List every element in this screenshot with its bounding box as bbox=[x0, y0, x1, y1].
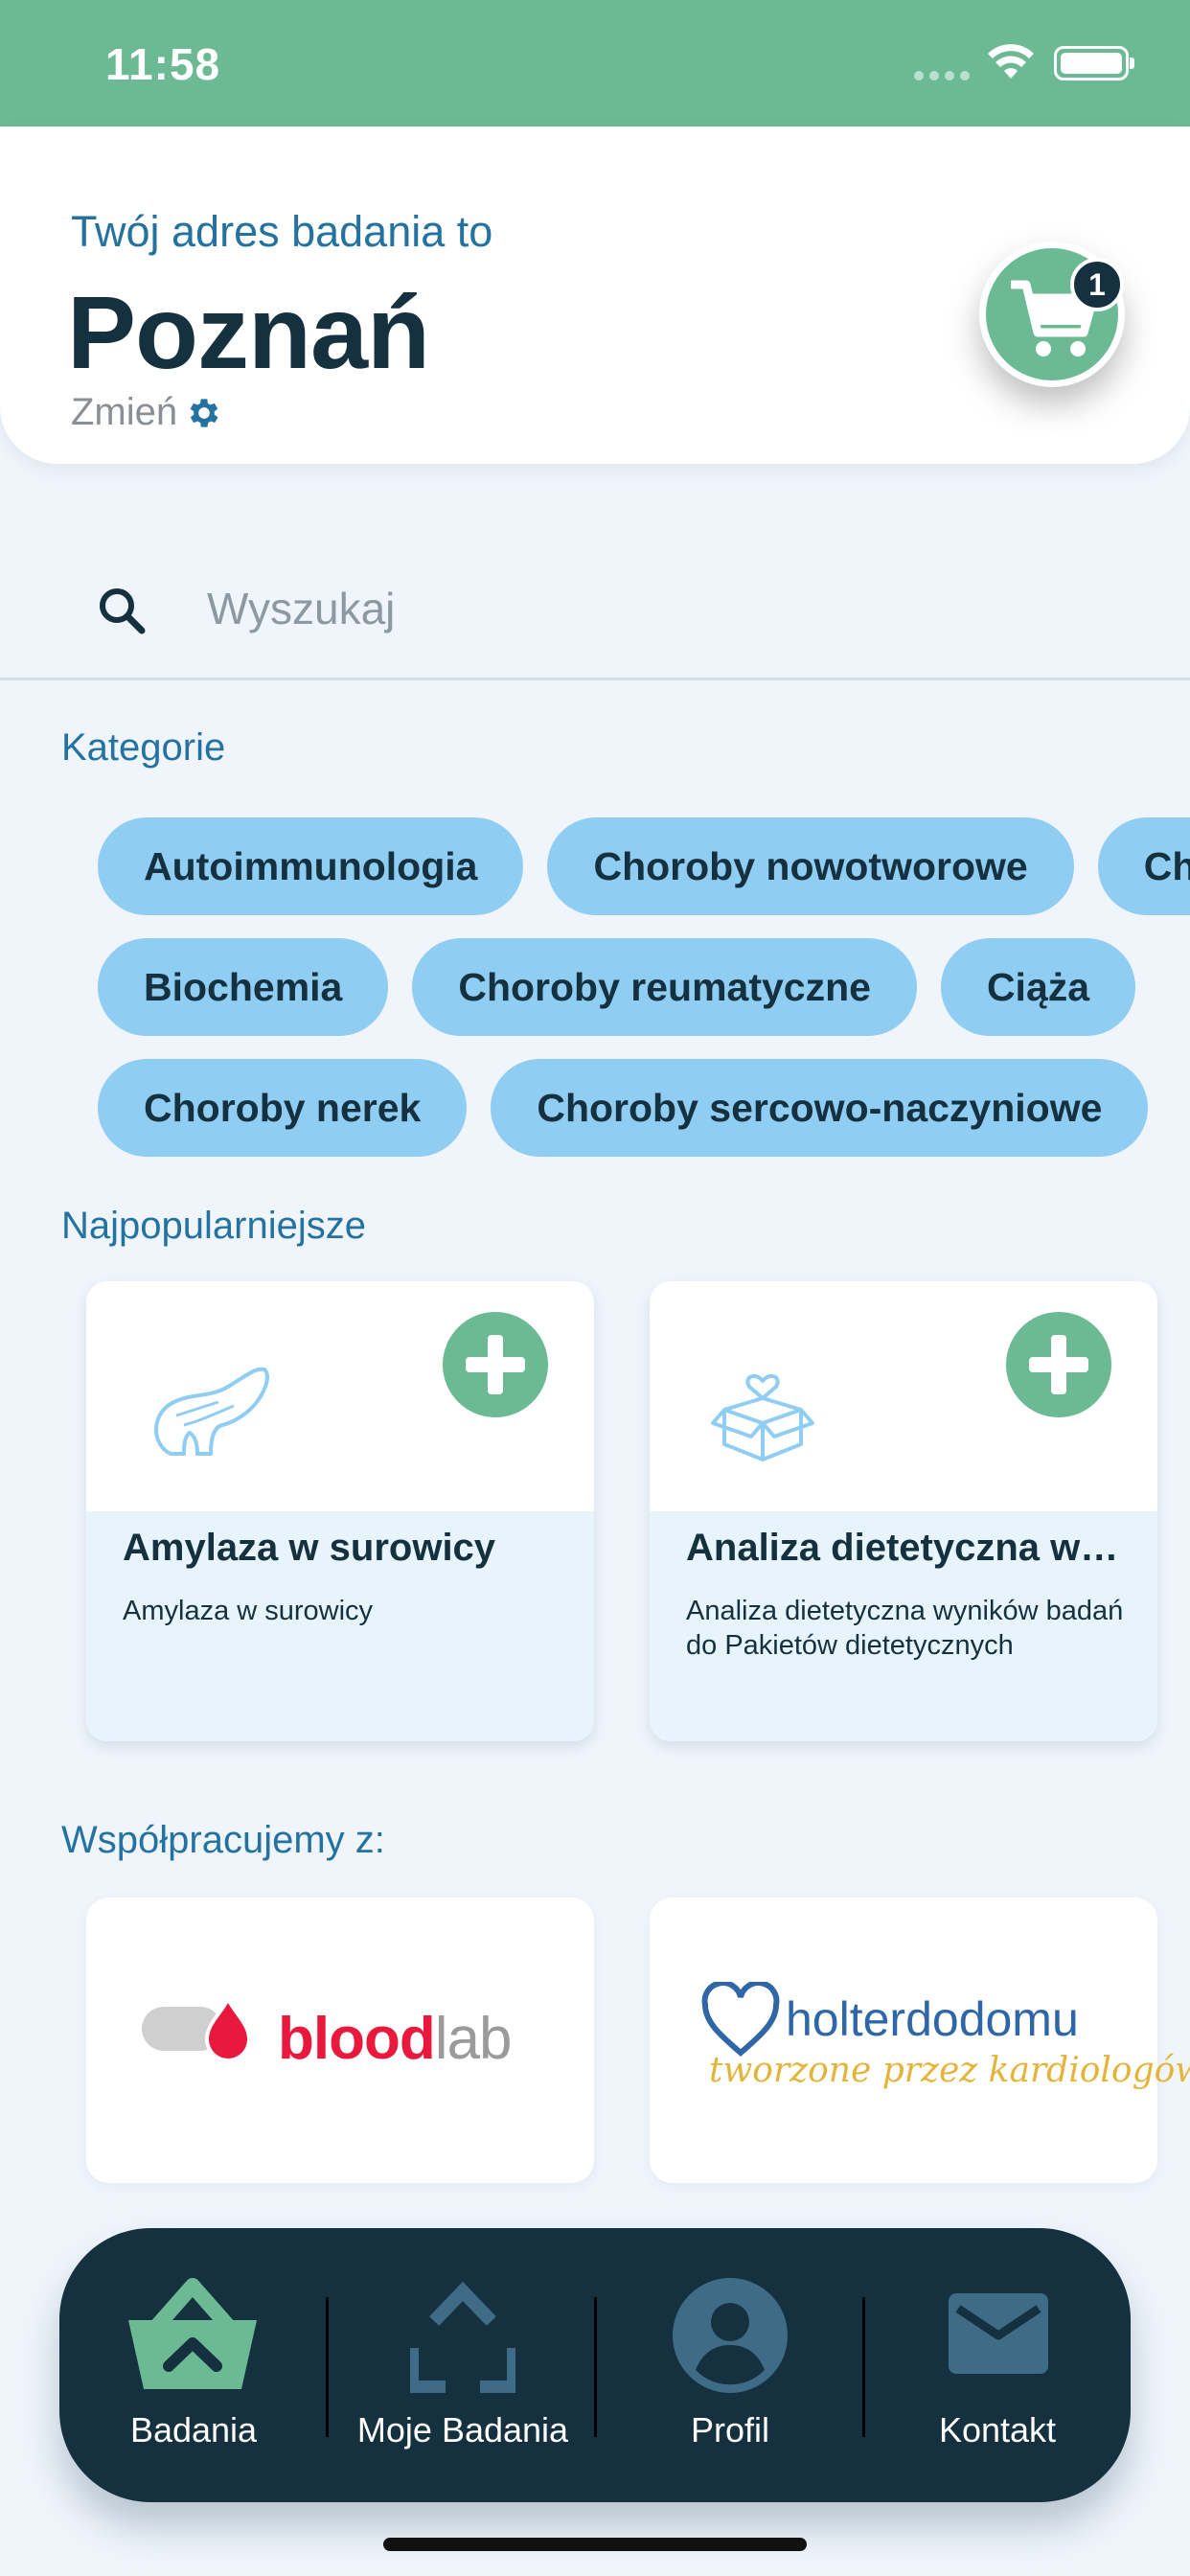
product-title: Amylaza w surowicy bbox=[123, 1527, 496, 1569]
holterdodomu-logo-text: holterdodomu bbox=[786, 1992, 1079, 2046]
tab-profil[interactable]: Profil bbox=[596, 2228, 864, 2502]
product-description: Analiza dietetyczna wyników badań do Pak… bbox=[686, 1596, 1124, 1661]
add-to-cart-button[interactable] bbox=[443, 1312, 548, 1417]
gear-icon bbox=[190, 398, 218, 427]
product-description: Amylaza w surowicy bbox=[123, 1596, 374, 1626]
partner-card-bloodlab[interactable]: bloodlab bbox=[86, 1898, 594, 2183]
category-chip[interactable]: Ciąża bbox=[940, 938, 1136, 1036]
home-indicator bbox=[383, 2538, 807, 2551]
category-chip[interactable]: Choroby nerek bbox=[98, 1059, 468, 1157]
tab-label: Moje Badania bbox=[356, 2410, 569, 2450]
category-chip[interactable]: Biochemia bbox=[98, 938, 389, 1036]
bloodlab-logo-text: bloodlab bbox=[278, 2006, 512, 2072]
status-bar: 11:58 bbox=[0, 0, 1190, 126]
cellular-signal-icon bbox=[914, 71, 970, 82]
cart-button[interactable]: 1 bbox=[979, 242, 1125, 387]
cart-count-badge: 1 bbox=[1070, 258, 1124, 311]
category-chip[interactable]: Choroby nowotworowe bbox=[547, 817, 1074, 915]
battery-icon bbox=[1054, 46, 1134, 80]
search-icon bbox=[100, 588, 146, 634]
tab-label: Badania bbox=[129, 2410, 258, 2450]
wifi-icon bbox=[988, 44, 1034, 79]
change-location-button[interactable]: Zmień bbox=[71, 391, 223, 434]
tab-label: Profil bbox=[690, 2410, 770, 2450]
change-location-label: Zmień bbox=[71, 391, 178, 433]
popular-title: Najpopularniejsze bbox=[61, 1205, 366, 1247]
pancreas-icon bbox=[154, 1367, 269, 1456]
basket-icon bbox=[128, 2278, 257, 2389]
holterdodomu-tagline: tworzone przez kardiologów bbox=[709, 2051, 1190, 2090]
category-row: Choroby nerek Choroby sercowo-naczyniowe bbox=[98, 1059, 1149, 1157]
search-input[interactable] bbox=[207, 575, 1069, 642]
tab-label: Kontakt bbox=[938, 2410, 1057, 2450]
location-header: Twój adres badania to Poznań Zmień 1 bbox=[0, 126, 1190, 464]
search-bar bbox=[0, 537, 1190, 680]
tab-badania[interactable]: Badania bbox=[59, 2228, 328, 2502]
partners-title: Współpracujemy z: bbox=[61, 1819, 385, 1861]
tab-moje-badania[interactable]: Moje Badania bbox=[328, 2228, 598, 2502]
location-subtitle: Twój adres badania to bbox=[71, 207, 493, 256]
tab-kontakt[interactable]: Kontakt bbox=[864, 2228, 1131, 2502]
add-to-cart-button[interactable] bbox=[1006, 1312, 1111, 1417]
upload-frame-icon bbox=[410, 2281, 515, 2393]
product-card[interactable]: Amylaza w surowicy Amylaza w surowicy bbox=[86, 1281, 594, 1741]
status-time: 11:58 bbox=[105, 39, 221, 89]
product-title: Analiza dietetyczna wyników badań bbox=[686, 1527, 1127, 1569]
partner-card-holterdodomu[interactable]: holterdodomu tworzone przez kardiologów bbox=[650, 1898, 1190, 2183]
heart-logo-icon bbox=[701, 1982, 780, 2057]
location-city: Poznań bbox=[67, 274, 430, 390]
category-chip[interactable]: Choroby reumatyczne bbox=[412, 938, 917, 1036]
envelope-icon bbox=[949, 2293, 1048, 2374]
category-chip[interactable]: Choroby sercowo-naczyniowe bbox=[491, 1059, 1149, 1157]
user-icon bbox=[673, 2278, 788, 2393]
category-chip[interactable]: Ch bbox=[1097, 817, 1190, 915]
product-card[interactable]: Analiza dietetyczna wyników badań Analiz… bbox=[650, 1281, 1157, 1741]
category-chip[interactable]: Autoimmunologia bbox=[98, 817, 524, 915]
category-row: Autoimmunologia Choroby nowotworowe Ch bbox=[98, 817, 1190, 915]
categories-title: Kategorie bbox=[61, 726, 226, 769]
bloodlab-logo-icon bbox=[142, 1997, 251, 2062]
category-row: Biochemia Choroby reumatyczne Ciąża bbox=[98, 938, 1136, 1036]
gift-box-heart-icon bbox=[711, 1373, 814, 1461]
bottom-tab-bar: Badania Moje Badania Profil Kontakt bbox=[59, 2228, 1131, 2502]
